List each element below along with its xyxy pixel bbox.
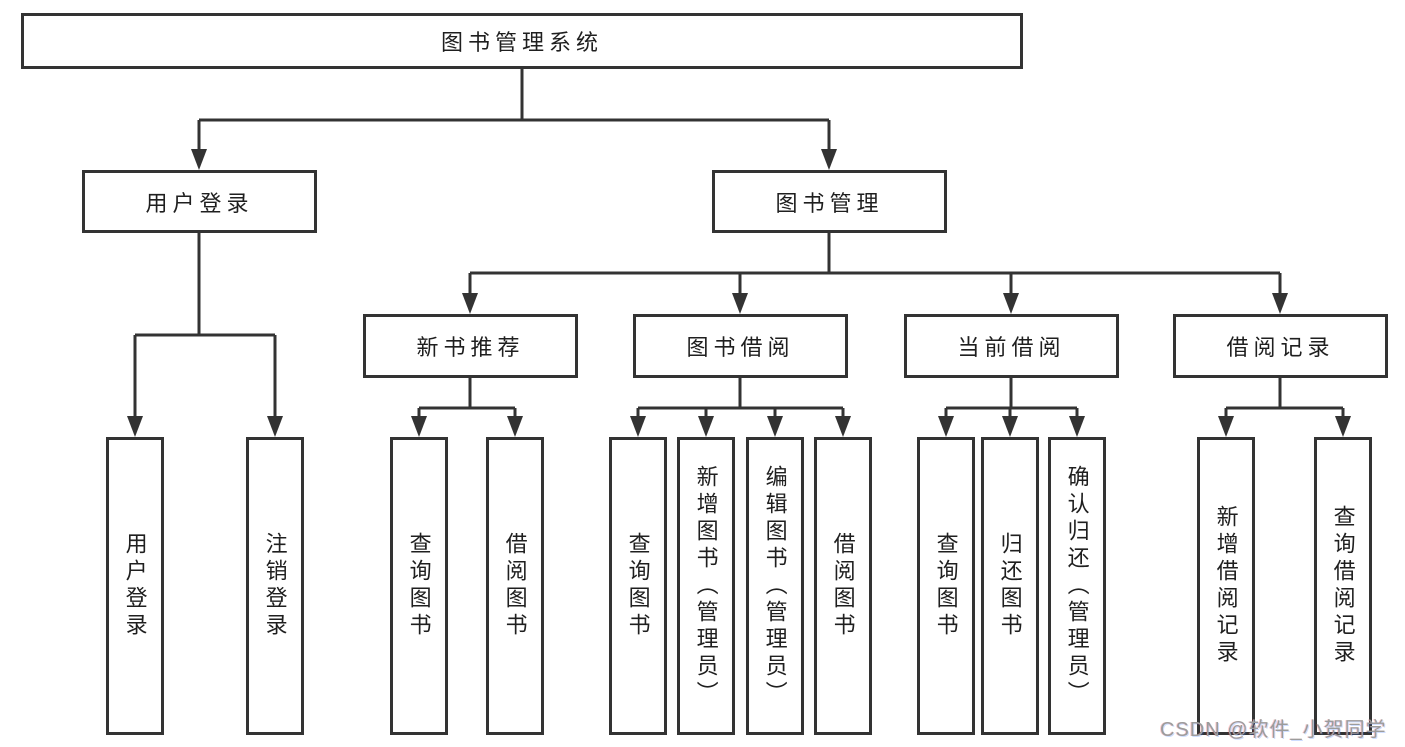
leaf-edit-books-admin: 编辑图书（管理员）	[746, 437, 804, 735]
arrowhead-icon	[267, 416, 283, 437]
leaf-query-borrow-record: 查询借阅记录	[1314, 437, 1372, 735]
arrowhead-icon	[938, 416, 954, 437]
arrowhead-icon	[462, 293, 478, 314]
leaf-user-login: 用户登录	[106, 437, 164, 735]
node-label: 图书管理	[775, 190, 884, 216]
arrowhead-icon	[411, 416, 427, 437]
leaf-query-books-current: 查询图书	[917, 437, 975, 735]
arrowhead-icon	[1002, 416, 1018, 437]
node-label: 查询图书	[625, 532, 651, 640]
arrowhead-icon	[507, 416, 523, 437]
node-label: 编辑图书（管理员）	[762, 464, 788, 708]
arrowhead-icon	[732, 293, 748, 314]
node-book-management: 图书管理	[712, 170, 947, 233]
node-label: 新增借阅记录	[1213, 505, 1239, 667]
leaf-query-books-recommend: 查询图书	[390, 437, 448, 735]
connector-newbookrec-to-leaves	[417, 378, 517, 421]
arrowhead-icon	[127, 416, 143, 437]
node-label: 用户登录	[122, 532, 148, 640]
connector-currentborrow-to-leaves	[944, 378, 1079, 421]
arrowhead-icon	[1335, 416, 1351, 437]
node-user-login: 用户登录	[82, 170, 317, 233]
node-label: 借阅记录	[1226, 335, 1335, 360]
leaf-borrow-books-recommend: 借阅图书	[486, 437, 544, 735]
node-label: 查询图书	[933, 532, 959, 640]
connector-bookborrow-to-leaves	[636, 378, 845, 421]
node-book-borrow: 图书借阅	[633, 314, 848, 378]
arrowhead-icon	[1069, 416, 1085, 437]
leaf-add-books-admin: 新增图书（管理员）	[677, 437, 735, 735]
leaf-confirm-return-admin: 确认归还（管理员）	[1048, 437, 1106, 735]
arrowhead-icon	[1272, 293, 1288, 314]
node-label: 查询图书	[406, 532, 432, 640]
node-label: 注销登录	[262, 532, 288, 640]
node-label: 图书借阅	[686, 335, 795, 360]
arrowhead-icon	[1003, 293, 1019, 314]
connector-bookmgmt-to-level3	[468, 233, 1282, 296]
node-label: 归还图书	[997, 532, 1023, 640]
connector-borrowrecords-to-leaves	[1224, 378, 1345, 421]
leaf-logout: 注销登录	[246, 437, 304, 735]
node-label: 查询借阅记录	[1330, 505, 1356, 667]
leaf-borrow-books: 借阅图书	[814, 437, 872, 735]
node-label: 借阅图书	[502, 532, 528, 640]
leaf-query-books-borrow: 查询图书	[609, 437, 667, 735]
node-label: 新增图书（管理员）	[693, 464, 719, 708]
arrowhead-icon	[630, 416, 646, 437]
node-label: 借阅图书	[830, 532, 856, 640]
arrowhead-icon	[698, 416, 714, 437]
leaf-add-borrow-record: 新增借阅记录	[1197, 437, 1255, 735]
node-new-book-recommend: 新书推荐	[363, 314, 578, 378]
node-borrow-records: 借阅记录	[1173, 314, 1388, 378]
connector-userlogin-to-leaves	[133, 233, 277, 421]
arrowhead-icon	[191, 149, 207, 170]
node-root-system: 图书管理系统	[21, 13, 1023, 69]
csdn-watermark: CSDN @软件_小贺同学	[1160, 719, 1387, 741]
arrowhead-icon	[1218, 416, 1234, 437]
arrowhead-icon	[767, 416, 783, 437]
arrowhead-icon	[821, 149, 837, 170]
node-label: 确认归还（管理员）	[1064, 464, 1090, 708]
node-label: 图书管理系统	[440, 30, 603, 55]
leaf-return-books: 归还图书	[981, 437, 1039, 735]
node-current-borrow: 当前借阅	[904, 314, 1119, 378]
node-label: 当前借阅	[957, 335, 1066, 360]
node-label: 用户登录	[145, 190, 254, 216]
arrowhead-icon	[835, 416, 851, 437]
connector-root-to-level2	[197, 69, 831, 152]
node-label: 新书推荐	[416, 335, 525, 360]
